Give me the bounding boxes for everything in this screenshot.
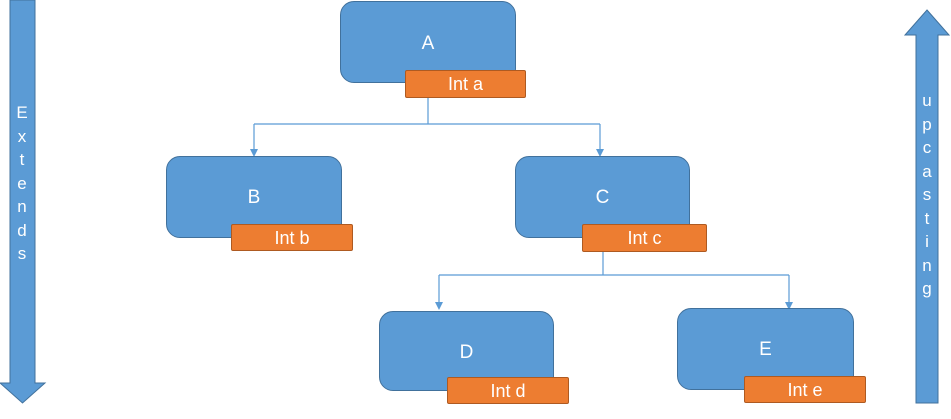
class-name-d: D [459,342,474,363]
class-node-a[interactable]: A [340,1,516,83]
arrow-label-letter: s [17,244,27,263]
upcasting-arrow [903,9,951,404]
arrow-label-letter: a [922,161,932,181]
field-tag-d: Int d [447,377,569,404]
arrow-label-letter: i [925,232,929,251]
class-name-e: E [759,339,772,360]
connector-a [253,95,601,150]
arrow-label-letter: u [922,91,932,110]
arrowhead-to-e [785,302,793,310]
class-name-c: C [595,187,610,208]
arrowhead-to-b [250,149,258,157]
arrow-label-letter: p [922,114,932,134]
class-name-b: B [247,187,261,208]
arrow-label-letter: c [922,138,932,157]
extends-arrow [0,0,47,404]
field-tag-e: Int e [744,376,866,403]
arrow-label-letter: E [16,103,28,122]
field-tag-b: Int b [231,224,353,251]
arrow-label-letter: t [924,208,930,228]
arrow-label-letter: g [922,279,932,298]
class-name-a: A [421,33,435,54]
field-tag-a: Int a [405,70,526,98]
arrow-label-letter: d [17,220,27,240]
arrow-label-letter: t [19,150,25,169]
arrow-label-letter: s [922,185,932,204]
field-tag-c: Int c [582,224,707,252]
arrow-label-letter: n [17,197,27,216]
connector-c [438,251,790,303]
arrowhead-to-d [435,302,443,310]
arrow-label-letter: e [17,173,27,193]
arrow-label-letter: n [922,255,932,275]
arrow-label-letter: x [17,126,27,146]
arrowhead-to-c [596,149,604,157]
